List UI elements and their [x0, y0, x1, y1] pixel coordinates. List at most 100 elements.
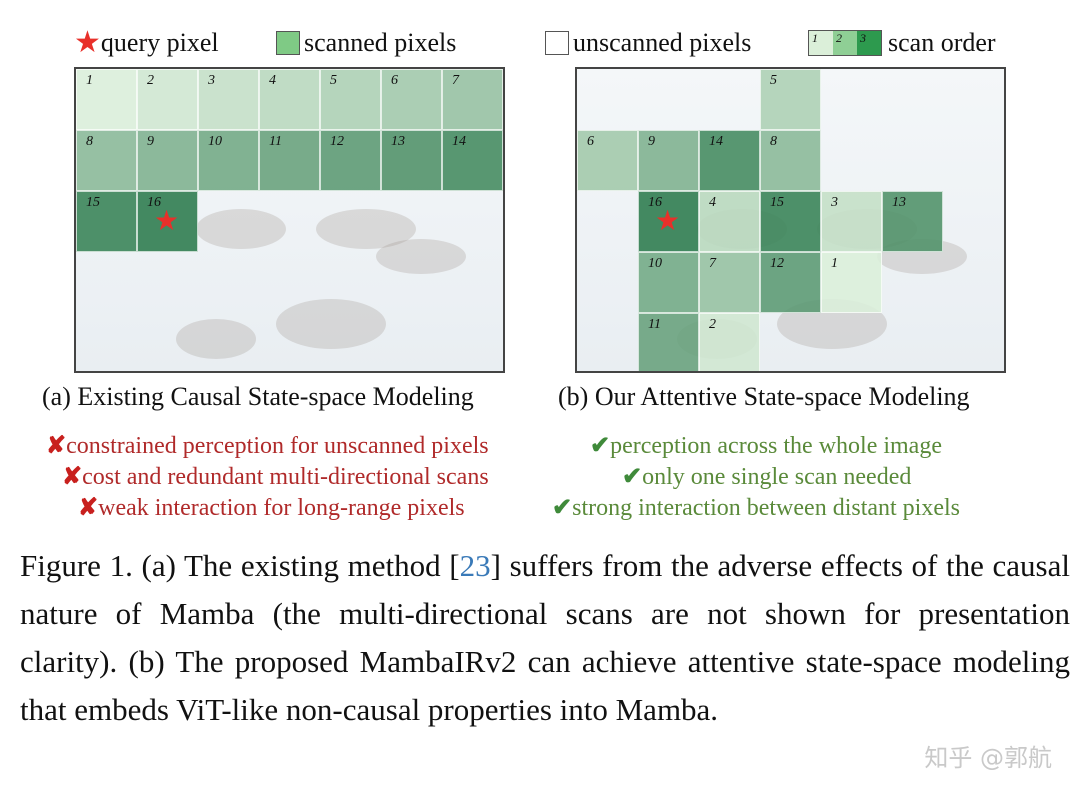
pro-text: only one single scan needed: [642, 464, 912, 490]
scan-order-number: 11: [648, 317, 661, 332]
scan-order-number: 4: [709, 195, 716, 210]
scanned-pixel-cell: 8: [760, 130, 821, 191]
scan-order-number: 16: [648, 195, 662, 210]
scanned-pixel-cell: 4: [699, 191, 760, 252]
scanned-pixel-cell: 16★: [137, 191, 198, 252]
scan-order-number: 6: [587, 134, 594, 149]
scan-order-number: 10: [208, 134, 222, 149]
check-icon: ✔: [590, 433, 611, 459]
scan-order-number: 11: [269, 134, 282, 149]
scan-order-number: 3: [831, 195, 838, 210]
legend-unscanned-label: unscanned pixels: [573, 28, 752, 57]
legend-scanned-label: scanned pixels: [304, 28, 457, 57]
check-icon: ✔: [622, 464, 643, 490]
scanned-pixel-cell: 2: [137, 69, 198, 130]
scan-order-number: 16: [147, 195, 161, 210]
cross-icon: ✘: [78, 495, 99, 521]
scan-order-number: 2: [709, 317, 716, 332]
con-text: cost and redundant multi-directional sca…: [82, 464, 489, 490]
scan-order-number: 1: [831, 256, 838, 271]
scanned-pixel-cell: 15: [76, 191, 137, 252]
scan-order-swatch: 1 2 3: [808, 30, 882, 56]
scanned-swatch: [276, 31, 300, 55]
scanned-pixel-cell: 6: [577, 130, 638, 191]
scan-order-number: 7: [709, 256, 716, 271]
scanned-pixel-cell: 15: [760, 191, 821, 252]
pro-item: ✔perception across the whole image: [590, 432, 942, 460]
cross-icon: ✘: [46, 433, 67, 459]
scanned-pixel-cell: 3: [198, 69, 259, 130]
scan-order-number: 12: [770, 256, 784, 271]
cross-icon: ✘: [62, 464, 83, 490]
query-pixel-star-icon: ★: [655, 206, 681, 237]
scanned-pixel-cell: 8: [76, 130, 137, 191]
scan-order-number: 15: [770, 195, 784, 210]
con-item: ✘cost and redundant multi-directional sc…: [62, 463, 489, 491]
scanned-pixel-cell: 4: [259, 69, 320, 130]
goose-image: [196, 209, 286, 249]
con-item: ✘constrained perception for unscanned pi…: [46, 432, 489, 460]
caption-text: Figure 1. (a) The existing method [: [20, 548, 460, 583]
legend-scanned: scanned pixels: [276, 28, 456, 58]
scanned-pixel-cell: 9: [137, 130, 198, 191]
order-3: 3: [857, 31, 881, 55]
legend-order-label: scan order: [888, 28, 996, 57]
scanned-pixel-cell: 10: [198, 130, 259, 191]
goose-image: [276, 299, 386, 349]
citation-link[interactable]: 23: [459, 548, 491, 583]
goose-image: [376, 239, 466, 274]
scan-order-number: 13: [391, 134, 405, 149]
scanned-pixel-cell: 11: [259, 130, 320, 191]
scanned-pixel-cell: 6: [381, 69, 442, 130]
order-2: 2: [833, 31, 857, 55]
legend-query: ★ query pixel: [74, 28, 219, 58]
scan-order-number: 15: [86, 195, 100, 210]
scanned-pixel-cell: 9: [638, 130, 699, 191]
star-icon: ★: [74, 26, 101, 59]
legend-unscanned: unscanned pixels: [545, 28, 751, 58]
con-text: weak interaction for long-range pixels: [98, 495, 465, 521]
pro-text: strong interaction between distant pixel…: [572, 495, 961, 521]
legend-query-label: query pixel: [100, 28, 219, 57]
con-item: ✘weak interaction for long-range pixels: [78, 494, 465, 522]
scan-order-number: 12: [330, 134, 344, 149]
pro-item: ✔strong interaction between distant pixe…: [552, 494, 960, 522]
scanned-pixel-cell: 12: [320, 130, 381, 191]
scanned-pixel-cell: 13: [381, 130, 442, 191]
query-pixel-star-icon: ★: [154, 206, 180, 237]
scanned-pixel-cell: 1: [76, 69, 137, 130]
scanned-pixel-cell: 16★: [638, 191, 699, 252]
unscanned-swatch: [545, 31, 569, 55]
scan-order-number: 9: [147, 134, 154, 149]
scanned-pixel-cell: 12: [760, 252, 821, 313]
scan-order-number: 2: [147, 73, 154, 88]
scanned-pixel-cell: 11: [638, 313, 699, 371]
scanned-pixel-cell: 2: [699, 313, 760, 371]
scan-order-number: 9: [648, 134, 655, 149]
scan-order-number: 5: [770, 73, 777, 88]
con-text: constrained perception for unscanned pix…: [66, 433, 489, 459]
check-icon: ✔: [552, 495, 573, 521]
scanned-pixel-cell: 14: [699, 130, 760, 191]
scanned-pixel-cell: 10: [638, 252, 699, 313]
scanned-pixel-cell: 1: [821, 252, 882, 313]
scan-order-number: 13: [892, 195, 906, 210]
watermark: 知乎 @郭航: [924, 744, 1052, 772]
scan-order-number: 8: [770, 134, 777, 149]
scan-order-number: 7: [452, 73, 459, 88]
scan-order-number: 4: [269, 73, 276, 88]
order-1: 1: [809, 31, 833, 55]
scanned-pixel-cell: 3: [821, 191, 882, 252]
scanned-pixel-cell: 5: [320, 69, 381, 130]
figure-caption: Figure 1. (a) The existing method [23] s…: [20, 542, 1070, 734]
scan-order-number: 14: [709, 134, 723, 149]
scanned-pixel-cell: 5: [760, 69, 821, 130]
scan-order-number: 10: [648, 256, 662, 271]
pro-item: ✔only one single scan needed: [622, 463, 911, 491]
scan-order-number: 8: [86, 134, 93, 149]
scan-order-number: 1: [86, 73, 93, 88]
scan-order-number: 3: [208, 73, 215, 88]
